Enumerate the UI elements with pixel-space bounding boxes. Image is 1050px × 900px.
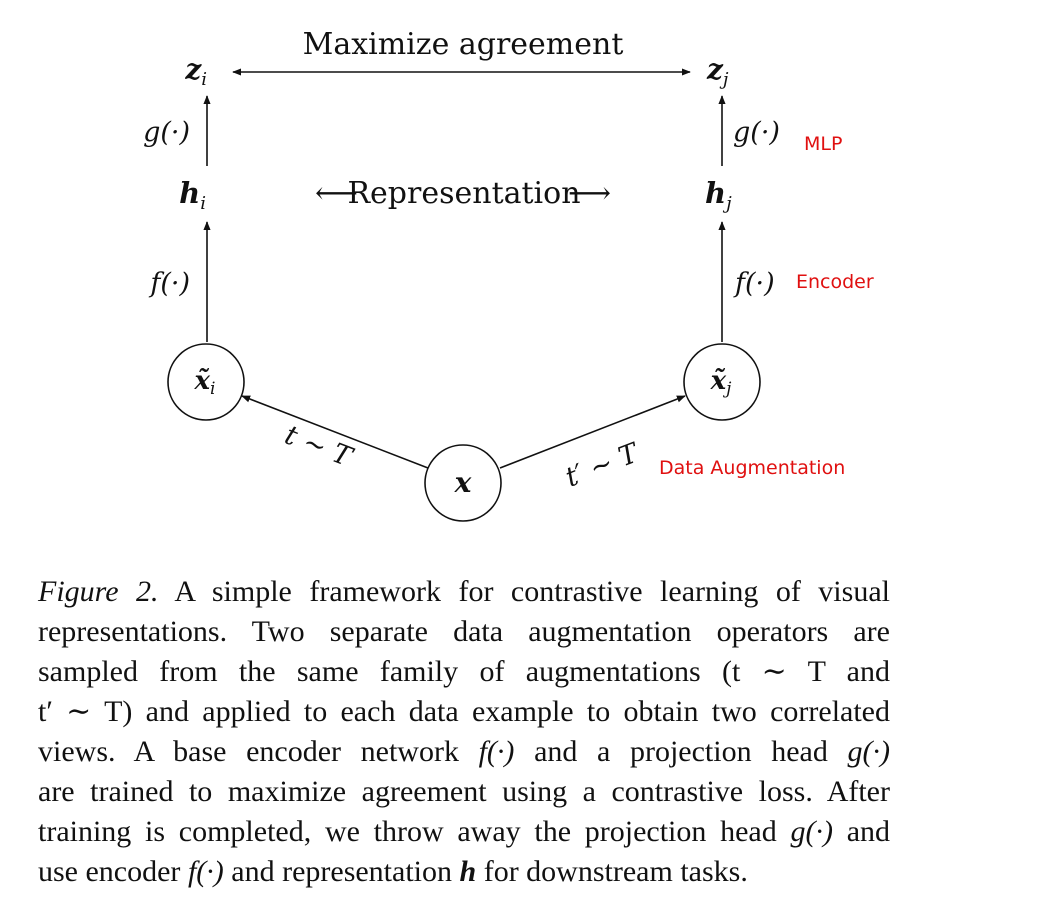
simclr-diagram: Maximize agreement zi zj g(·) g(·) MLP h… xyxy=(143,27,874,522)
g-left-label: g(·) xyxy=(143,117,190,148)
caption-line-5: views. A base encoder network f(·) and a… xyxy=(38,735,890,768)
caption-line-3: sampled from the same family of augmenta… xyxy=(38,655,890,688)
representation-right-arrow: ⟶ xyxy=(568,176,611,211)
x-tilde-j-label: x̃j xyxy=(710,366,733,399)
projection-g-symbol-2: g(·) xyxy=(790,815,833,848)
data-augmentation-annotation: Data Augmentation xyxy=(659,457,845,479)
mlp-annotation: MLP xyxy=(804,133,842,155)
caption-line-7: training is completed, we throw away the… xyxy=(38,815,891,848)
x-node xyxy=(424,444,502,522)
x-tilde-j-node xyxy=(683,343,761,421)
t-right-label: t′ ∼ T xyxy=(561,437,644,493)
h-i-label: hi xyxy=(179,176,206,214)
representation-left-arrow: ⟵ xyxy=(315,176,358,211)
z-i-label: zi xyxy=(184,53,207,90)
t-left-label: t ∼ T xyxy=(280,420,357,474)
f-left-label: f(·) xyxy=(148,268,190,299)
h-j-label: hj xyxy=(705,176,732,214)
encoder-f-symbol: f(·) xyxy=(478,735,515,768)
caption-line-6: are trained to maximize agreement using … xyxy=(38,775,890,808)
caption-line-1: Figure 2. A simple framework for contras… xyxy=(38,572,890,612)
f-right-label: f(·) xyxy=(733,268,775,299)
caption-line-2: representations. Two separate data augme… xyxy=(38,615,890,648)
x-tilde-i-node xyxy=(167,343,245,421)
caption-line-4: t′ ∼ T) and applied to each data example… xyxy=(38,695,890,728)
representation-h-symbol: h xyxy=(459,855,477,888)
maximize-agreement-label: Maximize agreement xyxy=(303,27,624,62)
augment-left-arrow xyxy=(241,395,429,469)
caption-line-8: use encoder f(·) and representation h fo… xyxy=(38,855,748,888)
caption-line-1-text: A simple framework for contrastive learn… xyxy=(174,575,890,608)
encoder-annotation: Encoder xyxy=(796,271,874,293)
augment-right-arrow xyxy=(499,395,686,469)
projection-g-symbol: g(·) xyxy=(847,735,890,768)
z-j-label: zj xyxy=(706,53,729,90)
g-right-label: g(·) xyxy=(733,117,780,148)
representation-label: Representation xyxy=(347,176,580,211)
x-label: x xyxy=(454,466,472,499)
figure-caption: Figure 2. A simple framework for contras… xyxy=(38,572,890,892)
encoder-f-symbol-2: f(·) xyxy=(187,855,224,888)
x-tilde-i-label: x̃i xyxy=(194,366,216,399)
figure-label: Figure 2. xyxy=(38,575,159,608)
